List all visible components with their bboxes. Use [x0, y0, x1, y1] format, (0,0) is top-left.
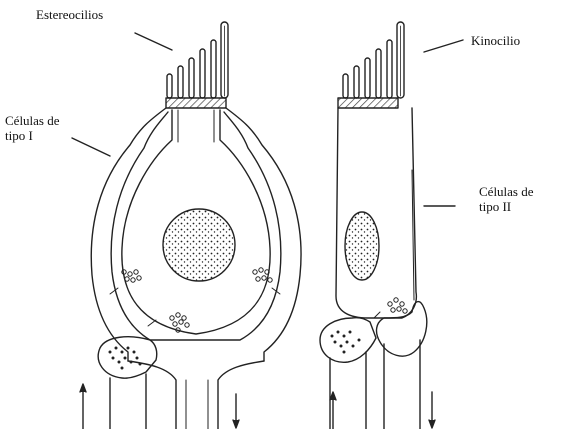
type1-fiber-inner: [186, 380, 208, 429]
type1-nucleus: [163, 209, 235, 281]
type1-afferent-fiber: [128, 361, 264, 429]
type1-stereocilium: [189, 58, 194, 98]
type1-hair-bundle: [166, 22, 228, 108]
type1-neck: [178, 110, 214, 142]
type1-cuticular-plate: [166, 98, 226, 108]
type1-cell-label: Células de tipo I: [5, 113, 60, 143]
type2-cell-label: Células de tipo II: [479, 184, 534, 214]
type2-cuticular-plate: [338, 98, 398, 108]
type2-afferent-axon: [330, 352, 366, 429]
type2-stereocilium: [365, 58, 370, 98]
type2-synaptic-vesicles: [374, 298, 407, 318]
type1-efferent-axon: [110, 374, 146, 429]
type2-stereocilium: [387, 40, 392, 98]
type2-afferent-bouton: [320, 318, 376, 363]
type1-stereocilium: [178, 66, 183, 98]
afferent-bouton-vesicles: [331, 331, 361, 354]
stereocilia-leader-line: [135, 33, 172, 50]
kinocilium-leader-line: [424, 40, 463, 52]
type1-label-line1: Células de: [5, 113, 60, 128]
kinocilium-label: Kinocilio: [471, 33, 520, 48]
type2-stereocilium: [343, 74, 348, 98]
type1-flow-arrows: [80, 384, 239, 429]
type2-hair-cell-body: [336, 108, 416, 318]
type2-stereocilium: [376, 49, 381, 98]
type1-stereocilium: [211, 40, 216, 98]
type2-label-line2: tipo II: [479, 199, 534, 214]
type1-stereocilium: [167, 74, 172, 98]
type1-label-line2: tipo I: [5, 128, 60, 143]
type2-efferent-axon: [384, 340, 420, 429]
type2-nucleus: [345, 212, 379, 280]
type1-leader-line: [72, 138, 110, 156]
type2-stereocilium: [354, 66, 359, 98]
type2-label-line1: Células de: [479, 184, 534, 199]
type1-stereocilium: [200, 49, 205, 98]
type2-flow-arrows: [330, 392, 435, 429]
stereocilia-label: Estereocilios: [36, 7, 103, 22]
type2-hair-bundle: [338, 22, 404, 108]
